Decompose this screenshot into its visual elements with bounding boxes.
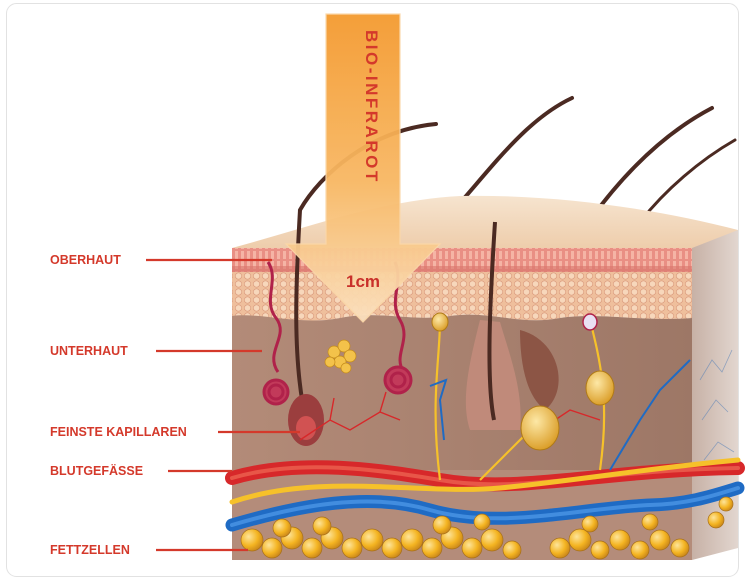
label-feinste-kapillaren: FEINSTE KAPILLAREN (50, 425, 187, 439)
arrow-label: BIO-INFRAROT (362, 30, 381, 184)
depth-label: 1cm (346, 272, 380, 291)
dermis-cell-layer (232, 272, 692, 321)
block-side-face (692, 230, 738, 560)
label-oberhaut: OBERHAUT (50, 253, 121, 267)
label-blutgefaesse: BLUTGEFÄSSE (50, 463, 143, 478)
label-unterhaut: UNTERHAUT (50, 344, 128, 358)
label-fettzellen: FETTZELLEN (50, 543, 130, 557)
